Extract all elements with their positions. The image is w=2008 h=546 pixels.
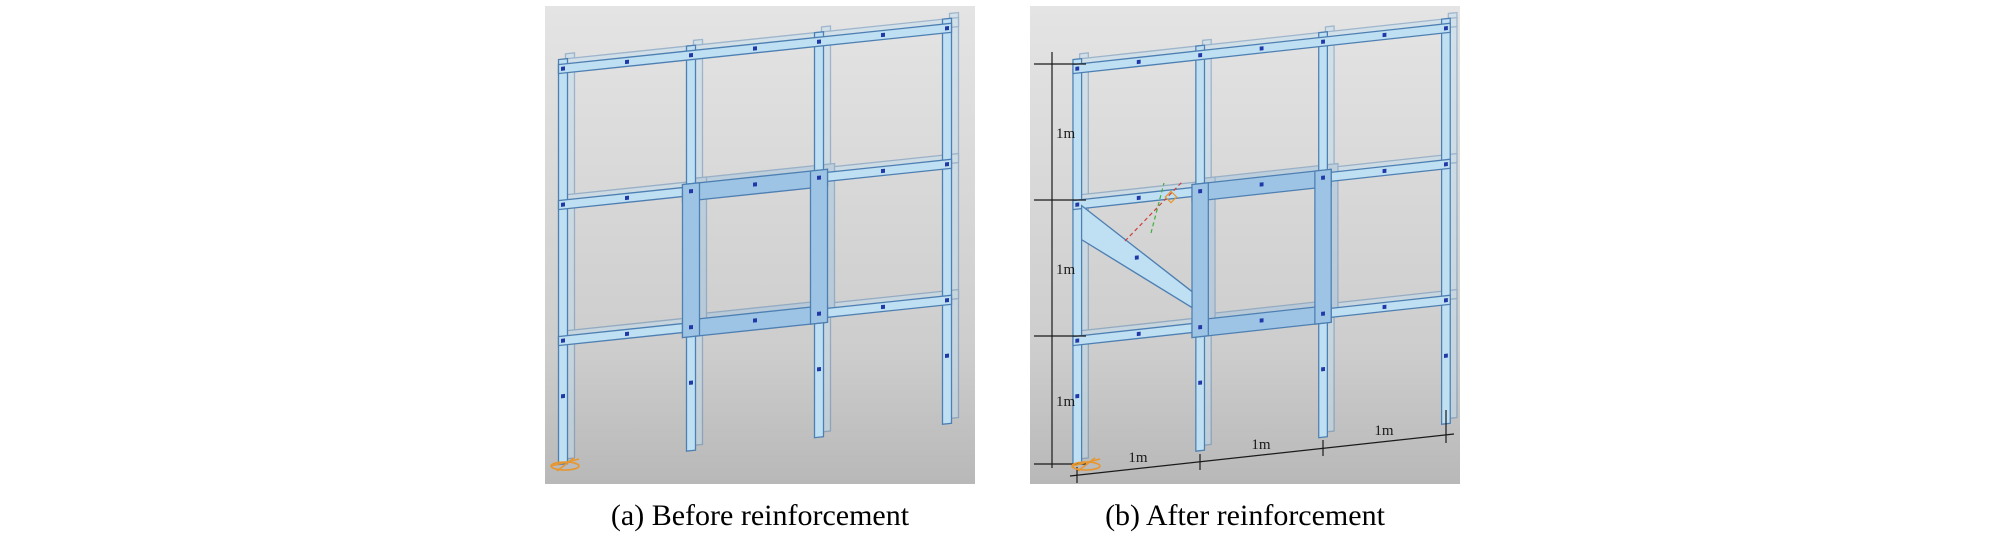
viewport-before xyxy=(545,6,975,484)
local-axis-glyph xyxy=(1124,180,1184,242)
origin-axis-icon xyxy=(1071,457,1101,472)
panel-before xyxy=(545,6,975,484)
panel-after: 1m 1m 1m 1m 1m 1m xyxy=(1030,6,1460,484)
dim-label-v1: 1m xyxy=(1056,126,1076,142)
dim-label-h3: 1m xyxy=(1374,423,1394,439)
origin-axis-icon xyxy=(550,457,580,472)
caption-before: (a) Before reinforcement xyxy=(610,499,910,532)
dim-label-v3: 1m xyxy=(1056,394,1076,410)
dim-label-v2: 1m xyxy=(1056,262,1076,278)
diamond-marker-icon xyxy=(1164,190,1178,204)
brace-node xyxy=(1134,255,1139,260)
viewport-after: 1m 1m 1m 1m 1m 1m xyxy=(1030,6,1460,484)
dim-label-h2: 1m xyxy=(1251,437,1271,453)
dim-label-h1: 1m xyxy=(1128,450,1148,466)
viewport-background xyxy=(545,6,975,484)
caption-after: (b) After reinforcement xyxy=(1105,499,1385,532)
vertical-dimension xyxy=(1034,52,1086,468)
